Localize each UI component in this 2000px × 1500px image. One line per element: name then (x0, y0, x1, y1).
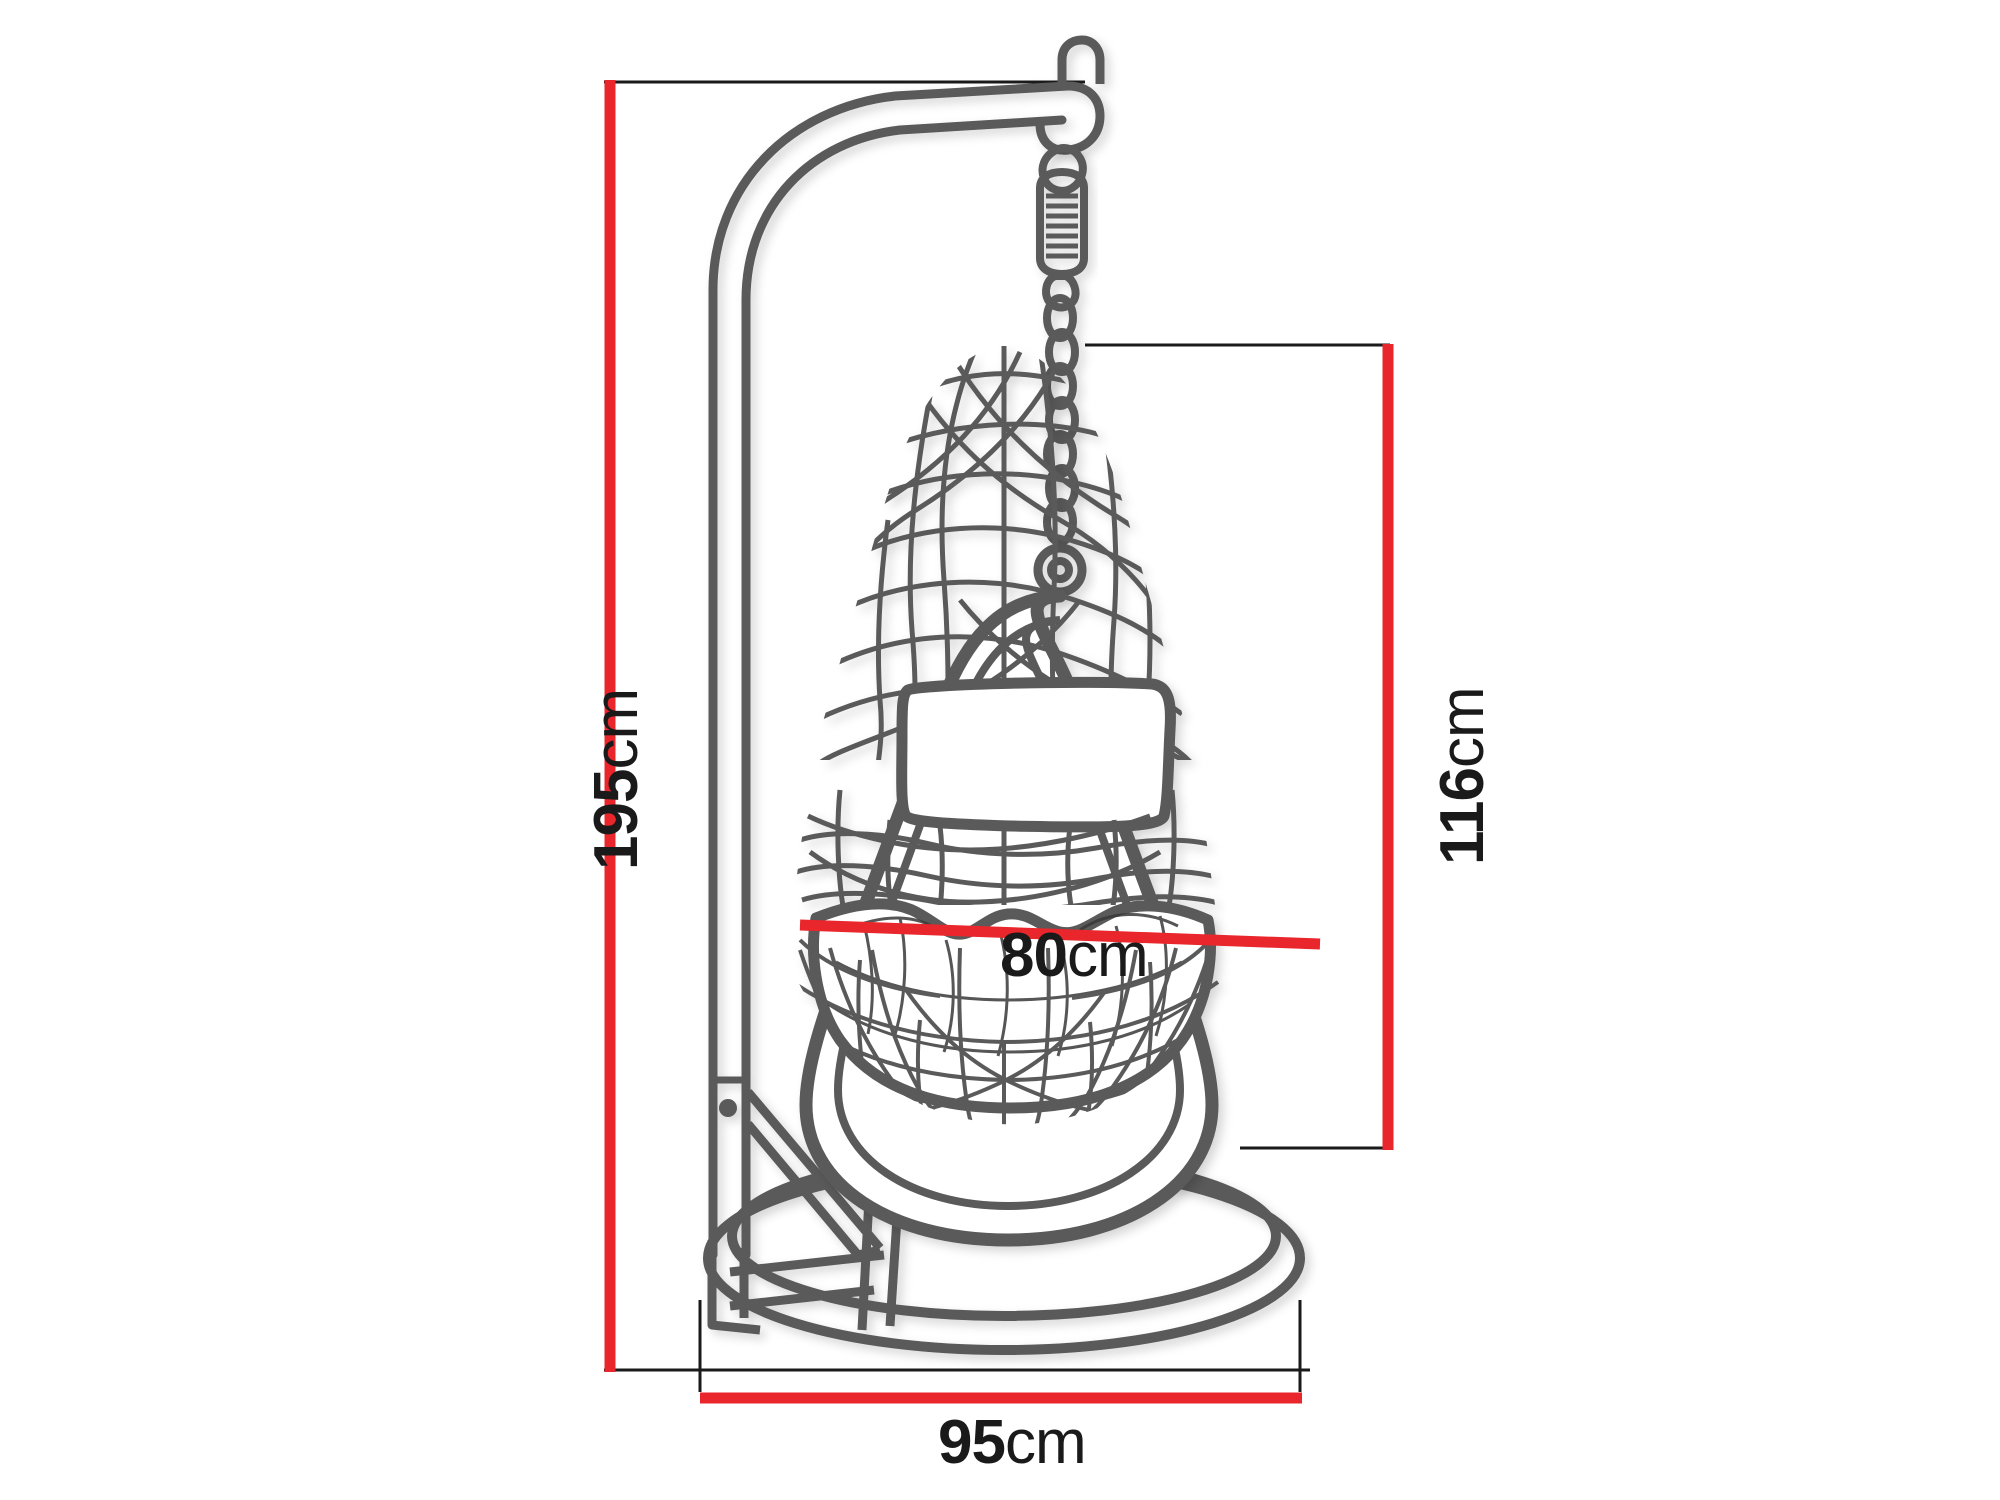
dimension-line-80 (799, 919, 1321, 950)
post-bolt-icon (719, 1099, 737, 1117)
rattan-weave-mid (795, 789, 1215, 905)
dimension-value-195: 195 (582, 769, 651, 870)
dimension-unit-95: cm (1004, 1408, 1087, 1477)
chair-body (788, 346, 1220, 1247)
dimension-label-195: 195cm (582, 689, 651, 870)
dimension-value-95: 95 (938, 1408, 1006, 1477)
dimension-lines (604, 80, 1394, 1404)
dimension-label-116: 116cm (1428, 687, 1497, 865)
dimension-unit-116: cm (1428, 687, 1497, 768)
dimension-value-80: 80 (1000, 921, 1068, 990)
stand-arm-hook-eye (1035, 35, 1105, 155)
stand-curved-arm (708, 81, 1073, 1260)
tension-spring (1036, 167, 1088, 279)
chain-top-link (1038, 144, 1087, 195)
dimension-label-80: 80cm (1000, 925, 1149, 987)
dimension-unit-80: cm (1066, 921, 1149, 990)
suspension-chain (1042, 272, 1080, 552)
dimension-unit-195: cm (582, 688, 651, 770)
extension-lines (604, 80, 1390, 1392)
back-pillow (896, 676, 1176, 833)
dimension-label-95: 95cm (938, 1412, 1087, 1474)
chair-stand (703, 35, 1305, 1355)
chair-suspension-ring (1033, 543, 1087, 597)
stand-post-joint (713, 1076, 746, 1117)
dimension-value-116: 116 (1428, 767, 1497, 865)
